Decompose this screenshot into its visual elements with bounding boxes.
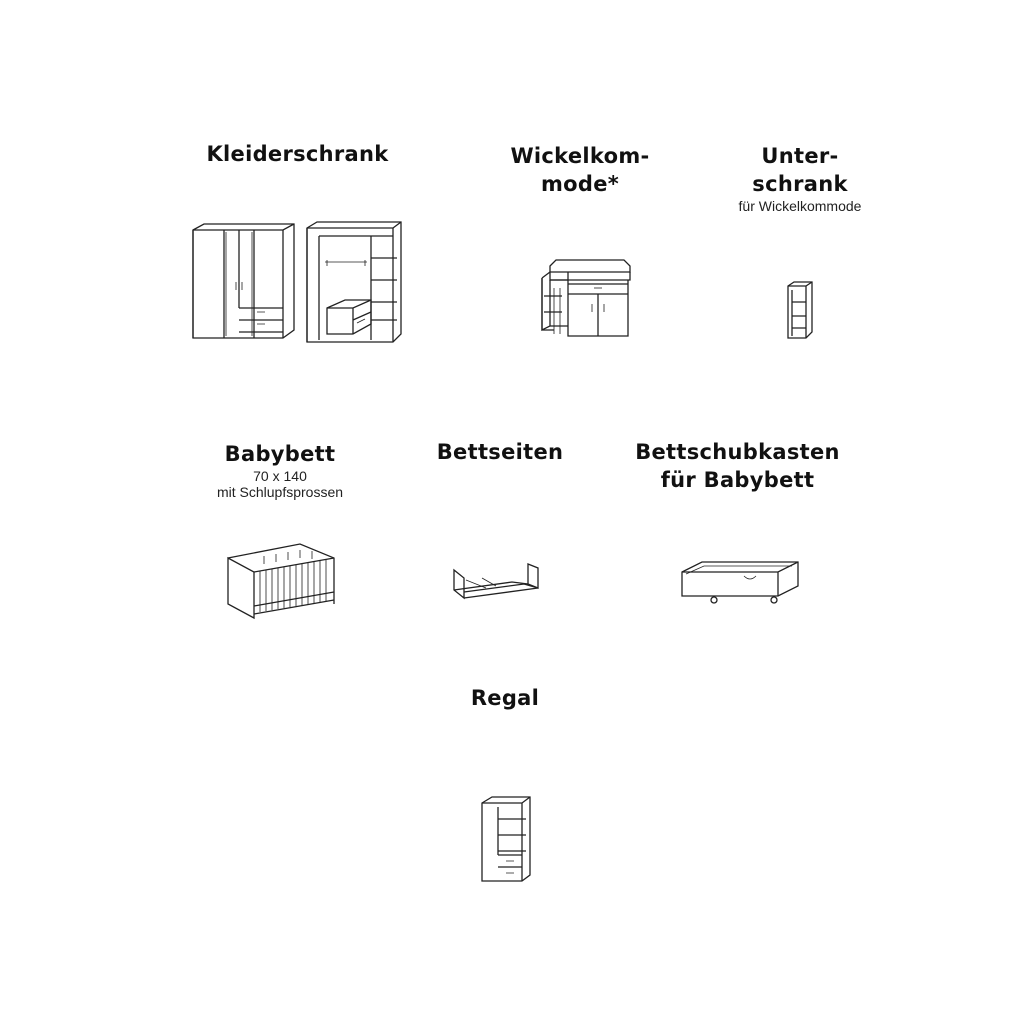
- bed-sides-drawing: [453, 563, 539, 600]
- kleiderschrank-item: Kleiderschrank: [190, 140, 405, 168]
- shelf-drawing: [481, 796, 531, 882]
- babybett-subtitle: mit Schlupfsprossen: [216, 484, 344, 500]
- regal-item: Regal: [405, 684, 605, 712]
- bed-drawer-drawing: [681, 561, 799, 604]
- baby-bed-drawing: [227, 543, 335, 620]
- kleiderschrank-title: Kleiderschrank: [206, 142, 389, 166]
- babybett-size: 70 x 140: [253, 468, 307, 484]
- undercabinet-drawing: [787, 281, 813, 339]
- unterschrank-item: Unter- schrank für Wickelkommode: [700, 142, 900, 214]
- wickelkommode-item: Wickelkom- mode*: [480, 142, 680, 198]
- unterschrank-subtitle: für Wickelkommode: [738, 198, 862, 214]
- wardrobe-closed-drawing: [192, 223, 295, 339]
- unterschrank-title: Unter- schrank: [752, 144, 848, 196]
- bettseiten-title: Bettseiten: [436, 440, 564, 464]
- bettschubkasten-item: Bettschubkasten für Babybett: [620, 438, 855, 494]
- changing-table-drawing: [541, 259, 631, 337]
- bettschubkasten-title: Bettschubkasten für Babybett: [635, 440, 840, 492]
- wickelkommode-title: Wickelkom- mode*: [510, 144, 650, 196]
- wardrobe-open-drawing: [306, 221, 402, 343]
- bettseiten-item: Bettseiten: [400, 438, 600, 466]
- babybett-item: Babybett 70 x 140 mit Schlupfsprossen: [180, 440, 380, 500]
- babybett-title: Babybett: [224, 442, 336, 466]
- regal-title: Regal: [470, 686, 540, 710]
